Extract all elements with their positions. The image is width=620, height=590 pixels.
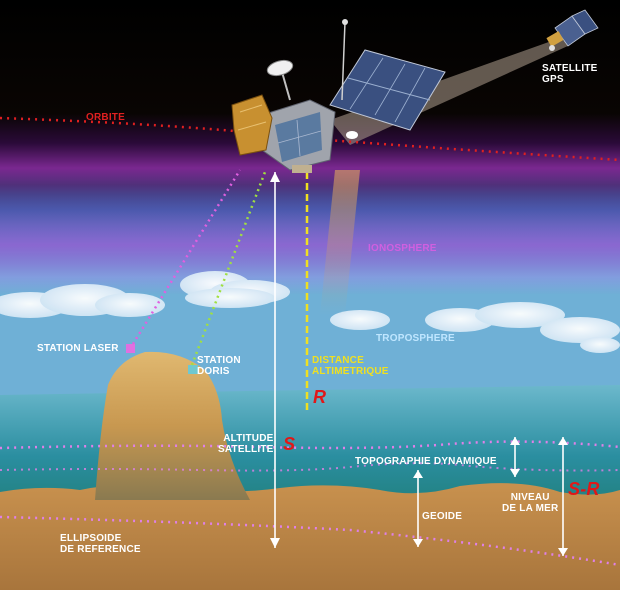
ground-layer bbox=[0, 483, 620, 590]
station-laser-label: STATION LASER bbox=[37, 343, 119, 354]
gps-satellite bbox=[546, 9, 599, 51]
ionosphere-band bbox=[0, 195, 620, 295]
niveau-de-la-mer-label: NIVEAU DE LA MER bbox=[502, 492, 559, 514]
station-doris-label: STATION DORIS bbox=[197, 355, 241, 377]
s-minus-r-symbol: S-R bbox=[568, 479, 600, 499]
distance-altimetrique-label: DISTANCE ALTIMETRIQUE bbox=[312, 355, 389, 377]
doris-beam bbox=[190, 171, 267, 366]
clouds bbox=[0, 271, 620, 353]
altitude-arrow-top bbox=[270, 172, 280, 182]
troposphere-label: TROPOSPHERE bbox=[376, 333, 455, 344]
satellite-gps-label: SATELLITE GPS bbox=[542, 63, 598, 85]
altitude-arrow-bottom bbox=[270, 538, 280, 548]
ionosphere-label: IONOSPHERE bbox=[368, 243, 437, 254]
station-laser-building bbox=[126, 344, 135, 353]
island bbox=[95, 351, 250, 500]
laser-beam bbox=[131, 169, 242, 345]
geoid-line bbox=[0, 462, 620, 472]
ellipsoide-label: ELLIPSOIDE DE REFERENCE bbox=[60, 533, 141, 555]
topographie-dynamique-label: TOPOGRAPHIE DYNAMIQUE bbox=[355, 456, 497, 467]
sea-level-line bbox=[0, 440, 620, 450]
solar-panel bbox=[329, 49, 446, 131]
r-symbol: R bbox=[313, 387, 327, 407]
station-doris-building bbox=[188, 365, 198, 374]
orbit-label: ORBITE bbox=[86, 112, 125, 123]
radar-beam bbox=[320, 170, 360, 315]
geoide-label: GEOIDE bbox=[422, 511, 463, 522]
main-satellite bbox=[231, 19, 446, 173]
s-symbol: S bbox=[283, 434, 296, 454]
altitude-satellite-label: ALTITUDE SATELLITE bbox=[218, 433, 274, 455]
